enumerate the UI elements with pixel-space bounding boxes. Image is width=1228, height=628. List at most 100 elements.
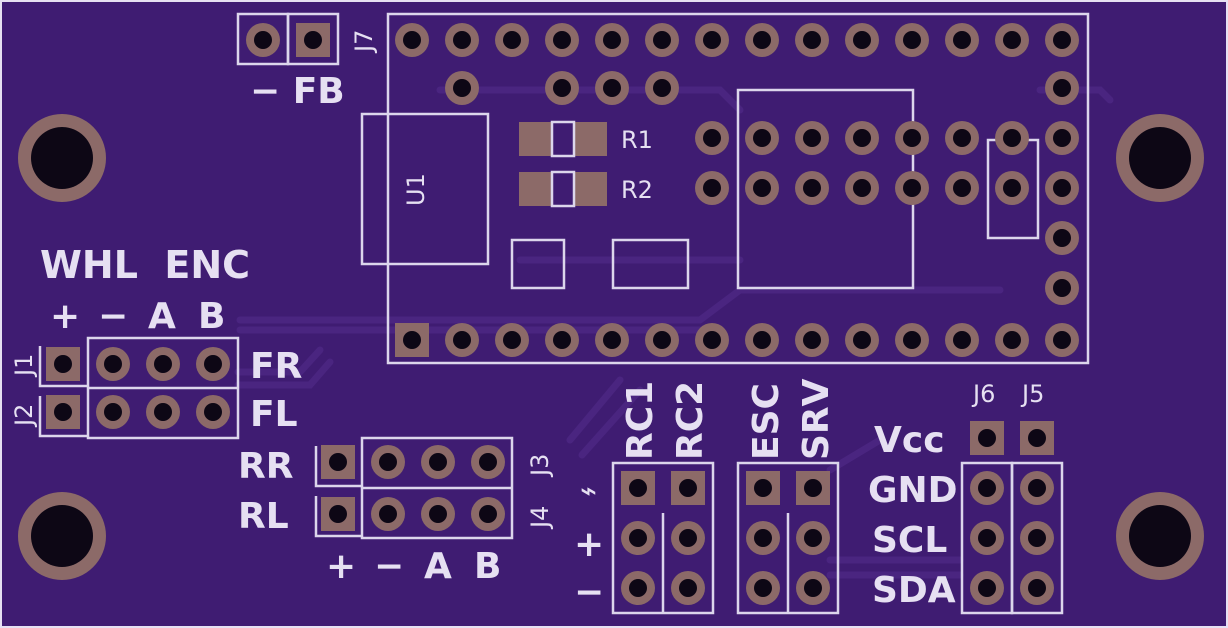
pad-drill [379,505,397,523]
pad-drill [1053,279,1071,297]
pad-drill [329,453,347,471]
pad-drill [1053,331,1071,349]
through-hole-pads [46,23,1079,605]
pad-drill [703,179,721,197]
pad-drill [903,331,921,349]
ref-u1: U1 [402,173,430,206]
pad-drill [553,331,571,349]
pad-drill [1003,179,1021,197]
pad-drill [1053,129,1071,147]
pad-drill [1003,331,1021,349]
pad-drill [804,479,822,497]
j5-outline [1010,461,1064,615]
pad-drill [953,179,971,197]
pad-drill [54,355,72,373]
fb-label: − FB [250,71,345,112]
wheel-rl-label: RL [238,496,289,537]
pad-drill [754,529,772,547]
pad-drill [453,31,471,49]
pad-drill [703,129,721,147]
pad-drill [553,31,571,49]
pad-drill [1053,79,1071,97]
pad-drill [753,31,771,49]
rc1-label: RC1 [620,381,661,460]
pad-drill [254,31,272,49]
pad-drill [653,331,671,349]
ref-j3: J3 [526,454,554,478]
pad-drill [1028,529,1046,547]
wheel-fl-label: FL [250,394,298,435]
pad-drill [853,331,871,349]
pad-drill [603,79,621,97]
mounting-hole-tr [1116,114,1204,202]
pad-drill [1028,579,1046,597]
esc-label: ESC [746,383,787,460]
ref-j4: J4 [526,506,554,530]
pad-drill [629,579,647,597]
pad-drill [853,179,871,197]
pad-drill [653,31,671,49]
pad-drill [803,129,821,147]
enc-col-plus: + [50,296,80,337]
pad-drill [1003,129,1021,147]
pad-drill [804,579,822,597]
pad-drill [104,355,122,373]
pad-drill [629,479,647,497]
resistor-r1 [519,120,607,158]
pad-drill [479,505,497,523]
pad-drill [1003,31,1021,49]
pad-drill [453,331,471,349]
small-pad-outline-2 [611,238,690,290]
pad-drill [978,429,996,447]
enc-col-minus: − [98,296,128,337]
small-pad-outline-1 [510,238,566,290]
pad-drill [803,31,821,49]
enc-col-b: B [198,296,225,337]
pad-drill [403,331,421,349]
mounting-hole-bl [18,492,106,580]
pad-drill [429,453,447,471]
plus-row-label: + [574,524,604,565]
pad-drill [753,179,771,197]
ref-r1: R1 [621,126,653,154]
vcc-label: Vcc [874,420,945,461]
enc-col-a: A [148,296,176,337]
mounting-hole-br [1116,492,1204,580]
pad-drill [329,505,347,523]
pad-drill [953,331,971,349]
pad-drill [503,331,521,349]
pad-drill [679,579,697,597]
srv-label: SRV [796,378,837,460]
pad-drill [953,129,971,147]
rear-col-b: B [474,546,501,587]
signal-row-label: ⌁ [580,474,597,507]
rc2-label: RC2 [670,381,711,460]
u1-outline [360,112,490,266]
pad-drill [479,453,497,471]
whl-enc-label: WHL ENC [40,243,250,287]
pad-drill [978,579,996,597]
pad-drill [204,403,222,421]
pad-drill [54,403,72,421]
pad-drill [453,79,471,97]
wheel-rr-label: RR [238,446,293,487]
pad-drill [403,31,421,49]
ref-j2: J2 [10,404,38,428]
pad-drill [603,31,621,49]
pad-drill [653,79,671,97]
pad-drill [679,479,697,497]
pad-drill [1028,429,1046,447]
gnd-label: GND [868,470,958,511]
pad-drill [903,179,921,197]
pad-drill [978,529,996,547]
pad-drill [753,331,771,349]
pad-drill [603,331,621,349]
pad-drill [204,355,222,373]
pad-drill [1028,479,1046,497]
wheel-fr-label: FR [250,346,302,387]
ref-j5: J5 [1020,380,1044,408]
pad-drill [154,403,172,421]
pad-drill [803,331,821,349]
pad-drill [1053,179,1071,197]
pad-drill [754,479,772,497]
